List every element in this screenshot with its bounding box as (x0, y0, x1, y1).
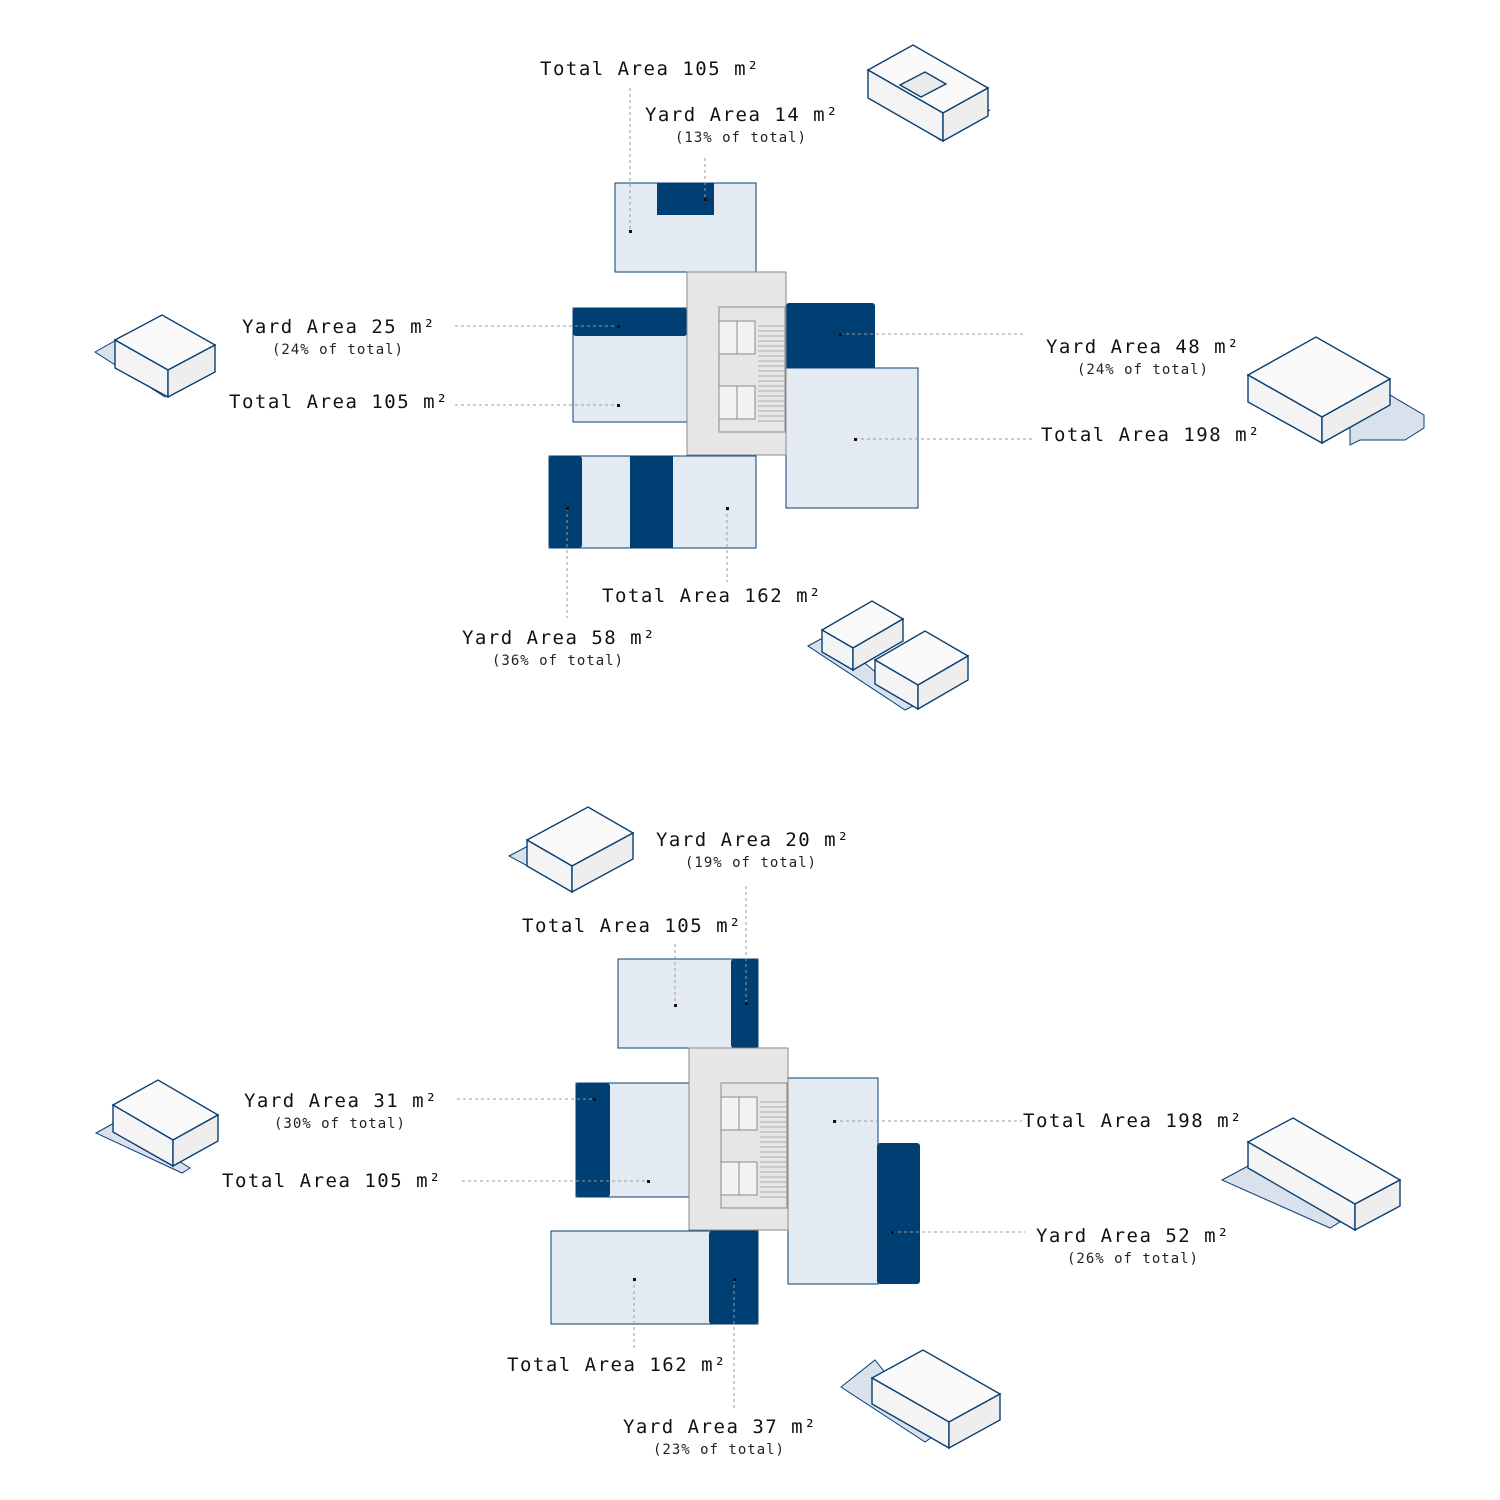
core-outline (718, 306, 786, 433)
east-total-label: Total Area 198 m² (1023, 1110, 1243, 1132)
yard-area (576, 1083, 610, 1197)
east-yard-label: Yard Area 52 m² (1036, 1225, 1230, 1247)
west-yard-label: Yard Area 31 m² (244, 1090, 438, 1112)
massing-icon-east (1220, 1117, 1402, 1232)
north-yard-label: Yard Area 20 m² (656, 829, 850, 851)
north-yard-pct: (19% of total) (685, 855, 817, 871)
massing-icon-north (507, 806, 635, 894)
layout-bottom: Yard Area 20 m² (19% of total) Total Are… (94, 806, 1402, 1458)
massing-icon-south (807, 600, 970, 711)
yard-area (877, 1143, 920, 1284)
bottom-north-lot (617, 958, 759, 1049)
north-total-label: Total Area 105 m² (522, 915, 742, 937)
top-west-lot (572, 307, 688, 423)
lot-area (785, 367, 919, 509)
layout-top: Total Area 105 m² Yard Area 14 m² (13% o… (94, 44, 1425, 711)
massing-icon-west (94, 314, 217, 399)
west-yard-pct: (24% of total) (272, 342, 404, 358)
top-east-lot (785, 303, 919, 509)
east-yard-pct: (26% of total) (1067, 1251, 1199, 1267)
top-labels: Total Area 105 m² Yard Area 14 m² (13% o… (229, 58, 1261, 669)
north-total-label: Total Area 105 m² (540, 58, 760, 80)
top-north-lot (614, 182, 757, 273)
east-total-label: Total Area 198 m² (1041, 424, 1261, 446)
west-total-label: Total Area 105 m² (229, 391, 449, 413)
yard-area (731, 959, 758, 1048)
lot-area (787, 1077, 879, 1285)
massing-icon-north (866, 44, 991, 143)
massing-icon-east (1246, 336, 1425, 446)
south-yard-label: Yard Area 37 m² (623, 1416, 817, 1438)
massing-icon-south (840, 1349, 1002, 1450)
yard-area (709, 1231, 758, 1324)
bottom-labels: Yard Area 20 m² (19% of total) Total Are… (222, 829, 1243, 1458)
top-south-lot (548, 455, 757, 549)
east-yard-pct: (24% of total) (1077, 362, 1209, 378)
north-yard-label: Yard Area 14 m² (645, 104, 839, 126)
stair (760, 1101, 787, 1198)
west-total-label: Total Area 105 m² (222, 1170, 442, 1192)
north-yard-pct: (13% of total) (675, 130, 807, 146)
yard-area (549, 456, 582, 548)
bottom-east-lot (787, 1077, 920, 1285)
top-leaders (455, 88, 1035, 618)
yard-area (630, 456, 673, 548)
south-yard-label: Yard Area 58 m² (462, 627, 656, 649)
bottom-south-lot (550, 1230, 759, 1325)
building-core (688, 1047, 789, 1231)
east-yard-label: Yard Area 48 m² (1046, 336, 1240, 358)
yard-area (786, 303, 875, 373)
building-core (686, 271, 787, 456)
bottom-leaders (457, 886, 1025, 1410)
south-total-label: Total Area 162 m² (602, 585, 822, 607)
south-yard-pct: (23% of total) (653, 1442, 785, 1458)
top-core (686, 271, 787, 456)
south-yard-pct: (36% of total) (492, 653, 624, 669)
massing-icon-west (94, 1079, 220, 1174)
bottom-west-lot (575, 1082, 690, 1198)
west-yard-pct: (30% of total) (274, 1116, 406, 1132)
yard-area (573, 308, 687, 336)
bottom-core (688, 1047, 789, 1231)
stair (758, 325, 785, 422)
west-yard-label: Yard Area 25 m² (242, 316, 436, 338)
core-outline (720, 1082, 788, 1209)
south-total-label: Total Area 162 m² (507, 1354, 727, 1376)
